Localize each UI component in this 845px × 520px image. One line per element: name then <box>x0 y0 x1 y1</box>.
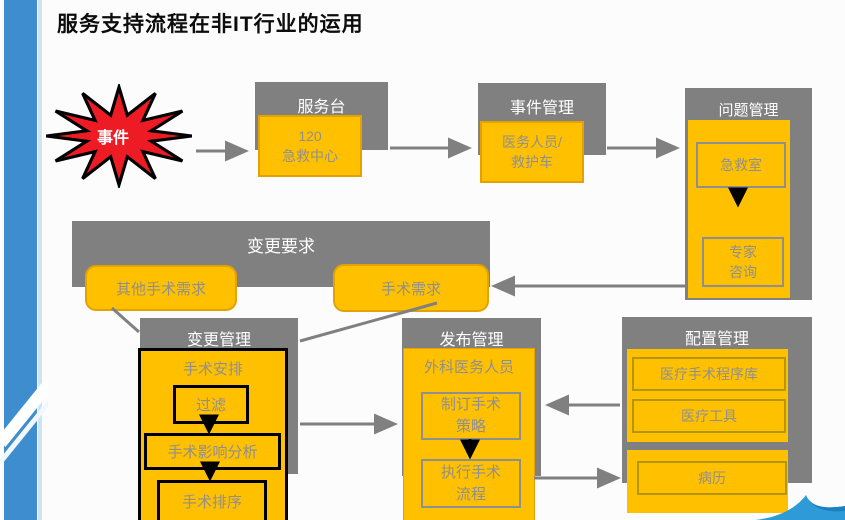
corner-swoosh-icon <box>755 495 845 520</box>
problem-mgmt-er-box: 急救室 <box>696 142 786 188</box>
change-request-surgery-box: 手术需求 <box>333 264 489 312</box>
problem-mgmt-header: 问题管理 <box>718 102 779 119</box>
change-mgmt-step-order: 手术排序 <box>157 480 267 520</box>
incident-mgmt-item: 医务人员/ 救护车 <box>480 121 584 183</box>
change-mgmt-header: 变更管理 <box>186 332 251 349</box>
release-mgmt-step-execute: 执行手术 流程 <box>421 459 521 508</box>
change-mgmt-container-label: 手术安排 <box>182 361 243 378</box>
config-mgmt-record-box: 病历 <box>637 461 787 495</box>
change-request-other-box: 其他手术需求 <box>85 265 237 311</box>
slide-title: 服务支持流程在非IT行业的运用 <box>57 13 364 36</box>
accent-bar-highlight <box>38 0 42 520</box>
event-burst-icon: 事件 <box>30 81 208 191</box>
config-mgmt-header: 配置管理 <box>684 331 749 348</box>
config-mgmt-tools-box: 医疗工具 <box>632 399 786 433</box>
service-desk-header: 服务台 <box>297 99 346 116</box>
change-mgmt-step-impact: 手术影响分析 <box>144 433 281 470</box>
release-mgmt-header: 发布管理 <box>439 332 504 349</box>
change-request-header: 变更要求 <box>247 237 315 256</box>
release-mgmt-step-plan: 制订手术 策略 <box>421 392 521 440</box>
starburst-shape <box>46 81 192 191</box>
release-mgmt-container-label: 外科医务人员 <box>423 359 514 376</box>
event-burst-label: 事件 <box>96 130 129 147</box>
problem-mgmt-expert-box: 专家 咨询 <box>702 237 784 287</box>
change-mgmt-step-filter: 过滤 <box>173 385 249 424</box>
left-accent-bar <box>0 0 48 520</box>
service-desk-item: 120 急救中心 <box>258 115 362 177</box>
config-mgmt-procedures-box: 医疗手术程序库 <box>632 357 786 391</box>
incident-mgmt-header: 事件管理 <box>509 100 574 117</box>
